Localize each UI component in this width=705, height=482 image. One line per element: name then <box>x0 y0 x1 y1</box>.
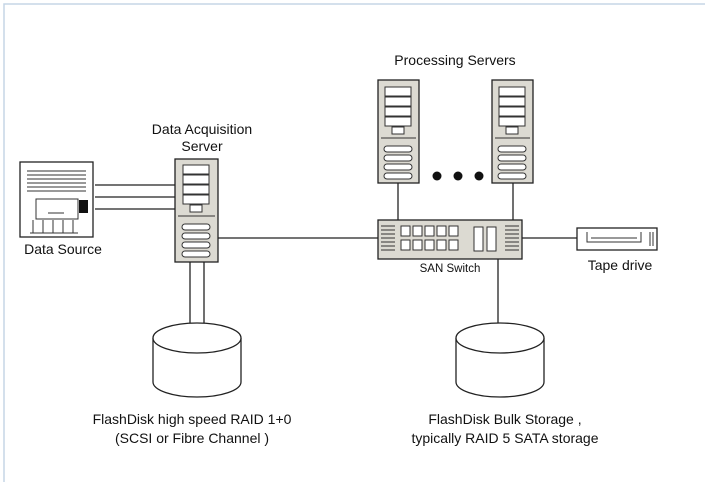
raid10-label-line1: FlashDisk high speed RAID 1+0 <box>93 411 292 427</box>
raid10-label-line2: (SCSI or Fibre Channel ) <box>115 430 269 446</box>
processing-server-2 <box>491 79 534 184</box>
data-acquisition-server <box>174 158 219 263</box>
san-switch-label: SAN Switch <box>420 263 481 275</box>
data-source-label: Data Source <box>24 241 102 257</box>
processing-servers-label: Processing Servers <box>394 52 515 68</box>
bulk-storage-label-line1: FlashDisk Bulk Storage , <box>428 411 581 427</box>
data-acquisition-label-line2: Server <box>181 138 223 154</box>
san-switch-device <box>377 219 523 260</box>
more-servers-ellipsis <box>432 171 484 181</box>
frame-border <box>3 3 705 482</box>
tape-drive-label: Tape drive <box>588 257 653 273</box>
data-acquisition-label-line1: Data Acquisition <box>152 121 252 137</box>
bulk-storage-label-line2: typically RAID 5 SATA storage <box>412 430 599 446</box>
raid10-storage-cylinder <box>152 322 242 398</box>
processing-server-1 <box>377 79 420 184</box>
tape-drive-device <box>576 227 658 251</box>
data-source-device <box>19 161 94 238</box>
connection-lines <box>95 183 577 323</box>
bulk-storage-cylinder <box>455 322 545 398</box>
